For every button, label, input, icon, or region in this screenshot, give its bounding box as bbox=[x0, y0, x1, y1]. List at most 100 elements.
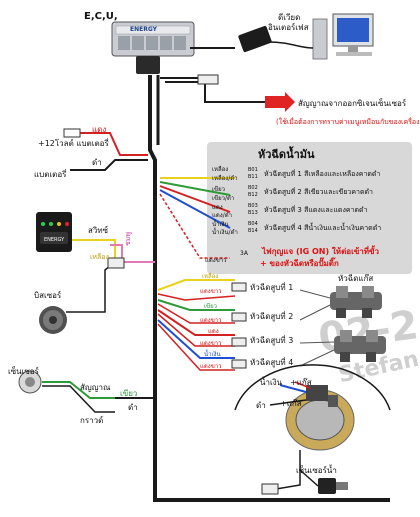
gas-label-3: หัวฉีดสูบที่ 4 bbox=[250, 358, 294, 367]
battery-black-wire bbox=[70, 159, 148, 171]
gas-injector-rail-bottom bbox=[334, 330, 386, 362]
interface-box bbox=[238, 25, 272, 53]
battery-plus-label: +12โวลต์ แบตเตอรี่ bbox=[38, 139, 109, 148]
temp-sensor-label: เซ็นเซอร์น้ำ bbox=[296, 466, 337, 475]
ecu-brand: ENERGY bbox=[130, 26, 157, 33]
reducer-black-wire bbox=[269, 399, 307, 406]
panel-left-0: เหลือง bbox=[212, 166, 229, 173]
panel-left-1: เหลือง/ดำ bbox=[212, 175, 238, 182]
battery-red-label: แดง bbox=[92, 125, 107, 134]
pc-label-1: ดีเวียด bbox=[278, 13, 301, 22]
temp-sensor-connector bbox=[261, 483, 279, 495]
buzzer-device bbox=[39, 306, 67, 334]
gas-label-0: หัวฉีดสูบที่ 1 bbox=[250, 283, 294, 292]
gas-colour-2: แดง bbox=[208, 328, 219, 335]
panel-code-a-2: B03 bbox=[248, 203, 258, 209]
computer-icon bbox=[312, 13, 374, 60]
signal-title: สัญญาณจากออกซิเจนเซ็นเซอร์ bbox=[298, 99, 407, 108]
reducer-plus2-label: +แก๊ส bbox=[280, 399, 302, 408]
panel-left-7: น้ำเงิน/ดำ bbox=[212, 229, 238, 236]
ecu-title: E,C,U, bbox=[84, 11, 118, 22]
gas-stripe-2: แดงขาว bbox=[200, 340, 222, 347]
panel-left-5: แดง/ดำ bbox=[212, 212, 232, 219]
reducer-blue-wire bbox=[279, 384, 307, 393]
reducer-black-label: ดำ bbox=[256, 401, 266, 410]
panel-code-b-0: B11 bbox=[248, 174, 258, 180]
battery-minus-label: แบตเตอรี่ bbox=[34, 170, 67, 179]
battery-fuse bbox=[63, 128, 81, 138]
gas-colour-1: เขียว bbox=[204, 303, 218, 310]
panel-right-3: หัวฉีดสูบที่ 4 สีน้ำเงินและน้ำเงินคาดดำ bbox=[264, 224, 382, 232]
gas-stripe-0: แดงขาว bbox=[200, 288, 222, 295]
reducer-device bbox=[285, 385, 355, 451]
panel-right-2: หัวฉีดสูบที่ 3 สีแดงและแดงคาดดำ bbox=[264, 206, 368, 214]
gas-label-1: หัวฉีดสูบที่ 2 bbox=[250, 312, 294, 321]
interface-cable-pc bbox=[267, 41, 314, 49]
reducer-arc bbox=[234, 364, 391, 411]
gas-colour-3: น้ำเงิน bbox=[204, 351, 221, 358]
buzzer-wire bbox=[66, 261, 116, 313]
temp-sensor-wire bbox=[269, 450, 301, 491]
main-trunk-wire bbox=[148, 75, 390, 502]
o2-connector bbox=[197, 74, 219, 85]
battery-red-wire bbox=[70, 132, 148, 156]
gas-injector-wires bbox=[157, 279, 247, 371]
switch-connector bbox=[107, 257, 125, 269]
gas-colour-0: เหลือง bbox=[202, 273, 219, 280]
switch-display: ENERGY bbox=[44, 237, 65, 243]
switch-wire-pink bbox=[110, 244, 155, 263]
ign-note-1: ไฟกุญแจ (IG ON) ให้ต่อเข้าที่ขั้ว bbox=[262, 247, 380, 256]
temp-sensor-device bbox=[318, 478, 348, 494]
sensor-ground-label: กราวด์ bbox=[80, 416, 104, 425]
ign-note-2: + ของหัวฉีดหรือปั๊มติ๊ก bbox=[260, 259, 339, 268]
gas-injector-rail-top bbox=[330, 286, 382, 318]
buzzer-label: บิสเซอร์ bbox=[34, 291, 62, 300]
gas-injector-header: หัวฉีดแก๊ส bbox=[338, 274, 374, 283]
panel-code-a-1: B02 bbox=[248, 185, 258, 191]
injector-link-wires bbox=[299, 289, 335, 367]
battery-black-label: ดำ bbox=[92, 158, 102, 167]
injector-panel-background bbox=[207, 142, 412, 274]
switch-wire-yellow bbox=[72, 239, 116, 262]
panel-code-a-0: B01 bbox=[248, 167, 258, 173]
panel-right-0: หัวฉีดสูบที่ 1 สีเหลืองและเหลืองคาดดำ bbox=[264, 170, 381, 178]
sensor-black-label: ดำ bbox=[128, 403, 138, 412]
switch-yellow-label: เหลือง bbox=[90, 253, 109, 261]
signal-note: (ใช้เมื่อต้องการทราบค่าเมนูเหมือนกับของเ… bbox=[276, 118, 420, 126]
fuse-label: 3A bbox=[240, 250, 248, 257]
panel-wire-ign bbox=[159, 193, 230, 259]
sensor-green-label: เขียว bbox=[120, 389, 138, 398]
signal-arrow-icon bbox=[265, 92, 295, 112]
panel-wire-green bbox=[159, 181, 231, 196]
panel-code-a-3: B04 bbox=[248, 221, 258, 227]
sensor-label: เซ็นเซอร์ bbox=[8, 367, 39, 376]
sensor-green-wire bbox=[42, 381, 115, 399]
panel-wire-red bbox=[159, 185, 231, 213]
sensor-black-wire bbox=[42, 385, 115, 413]
panel-code-b-1: B12 bbox=[248, 192, 258, 198]
panel-left-3: เขียว/ดำ bbox=[212, 195, 235, 202]
ign-wire-label: แดงขาว bbox=[205, 257, 227, 264]
panel-code-b-2: B13 bbox=[248, 210, 258, 216]
pc-label-2: อินเตอร์เฟส bbox=[268, 23, 309, 32]
switch-pink-label: ชมพู bbox=[124, 232, 132, 246]
panel-left-4: แดง bbox=[212, 204, 223, 211]
injector-panel-title: หัวฉีดน้ำมัน bbox=[258, 148, 315, 161]
gas-stripe-3: แดงขาว bbox=[200, 363, 222, 370]
pressure-sensor bbox=[18, 370, 42, 394]
reducer-red-wire bbox=[294, 381, 311, 389]
reducer-plus1-label: +แก๊ส bbox=[290, 378, 312, 387]
gas-label-2: หัวฉีดสูบที่ 3 bbox=[250, 336, 294, 345]
ecu-box bbox=[111, 21, 195, 74]
switch-module bbox=[36, 212, 72, 252]
reducer-blue-label: น้ำเงิน bbox=[260, 378, 283, 387]
panel-wire-blue bbox=[159, 189, 231, 229]
switch-label: สวิทซ์ bbox=[88, 226, 109, 235]
panel-left-2: เขียว bbox=[212, 186, 226, 193]
gas-stripe-1: แดงขาว bbox=[200, 317, 222, 324]
sensor-signal-label: สัญญาณ bbox=[80, 383, 111, 392]
panel-left-6: น้ำเงิน bbox=[212, 221, 229, 228]
panel-code-b-3: B14 bbox=[248, 228, 258, 234]
